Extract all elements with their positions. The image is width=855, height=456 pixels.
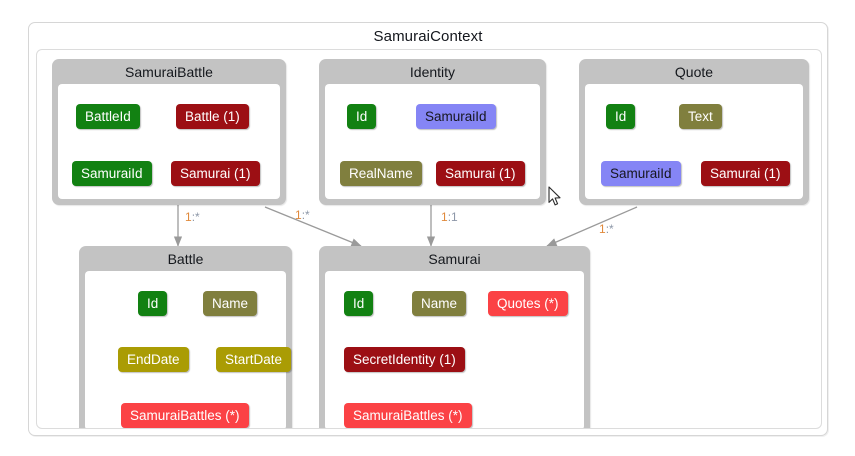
entity-body-identity: Id SamuraiId RealName Samurai (1) <box>325 84 540 199</box>
diagram-title: SamuraiContext <box>373 28 483 45</box>
relationship-label-quote-samurai: 1:* <box>599 222 614 236</box>
property-enddate[interactable]: EndDate <box>118 347 189 372</box>
property-samuraiid[interactable]: SamuraiId <box>416 104 496 129</box>
property-realname[interactable]: RealName <box>340 161 422 186</box>
entity-title-samurai: Samurai <box>428 251 481 267</box>
entity-title-samuraibattle: SamuraiBattle <box>125 64 213 80</box>
property-battleid[interactable]: BattleId <box>76 104 140 129</box>
property-text[interactable]: Text <box>679 104 722 129</box>
entity-samurai[interactable]: Samurai Id Name Quotes (*) SecretIdentit… <box>319 246 590 428</box>
property-quotes-nav[interactable]: Quotes (*) <box>488 291 568 316</box>
property-samuraiid[interactable]: SamuraiId <box>601 161 681 186</box>
property-secretidentity-nav[interactable]: SecretIdentity (1) <box>344 347 465 372</box>
relationship-quote-samurai <box>546 206 638 247</box>
property-samurai-nav[interactable]: Samurai (1) <box>171 161 260 186</box>
property-samurai-nav[interactable]: Samurai (1) <box>436 161 525 186</box>
relationship-label-identity-samurai: 1:1 <box>441 210 458 224</box>
entity-title-battle: Battle <box>167 251 204 267</box>
entity-body-quote: Id Text SamuraiId Samurai (1) <box>585 84 803 199</box>
entity-title-quote: Quote <box>674 64 714 80</box>
property-name[interactable]: Name <box>203 291 258 316</box>
property-id[interactable]: Id <box>344 291 374 316</box>
entity-body-samurai: Id Name Quotes (*) SecretIdentity (1) Sa… <box>325 271 584 428</box>
property-samuraiid[interactable]: SamuraiId <box>72 161 152 186</box>
entity-battle[interactable]: Battle Id Name EndDate StartDate Samurai… <box>79 246 292 428</box>
property-id[interactable]: Id <box>347 104 377 129</box>
entity-quote[interactable]: Quote Id Text SamuraiId Samurai (1) <box>579 59 809 205</box>
diagram-surface[interactable]: 1:* 1:* 1:1 1:* SamuraiBattle BattleId B… <box>36 49 822 429</box>
relationship-label-samuraibattle-battle: 1:* <box>185 210 200 224</box>
relationship-label-samuraibattle-samurai: 1:* <box>295 208 310 222</box>
property-samuraibattles-nav[interactable]: SamuraiBattles (*) <box>121 403 249 428</box>
relationship-samuraibattle-samurai <box>264 206 362 247</box>
entity-title-identity: Identity <box>409 64 456 80</box>
entity-body-battle: Id Name EndDate StartDate SamuraiBattles… <box>85 271 292 428</box>
entity-samuraibattle[interactable]: SamuraiBattle BattleId Battle (1) Samura… <box>52 59 286 205</box>
property-samuraibattles-nav[interactable]: SamuraiBattles (*) <box>344 403 472 428</box>
property-samurai-nav[interactable]: Samurai (1) <box>701 161 790 186</box>
property-name[interactable]: Name <box>412 291 467 316</box>
property-id[interactable]: Id <box>606 104 636 129</box>
diagram-canvas[interactable]: SamuraiContext <box>28 22 828 436</box>
entity-body-samuraibattle: BattleId Battle (1) SamuraiId Samurai (1… <box>58 84 280 199</box>
property-id[interactable]: Id <box>138 291 168 316</box>
property-startdate[interactable]: StartDate <box>216 347 292 372</box>
property-battle-nav[interactable]: Battle (1) <box>176 104 249 129</box>
entity-identity[interactable]: Identity Id SamuraiId RealName Samurai (… <box>319 59 546 205</box>
